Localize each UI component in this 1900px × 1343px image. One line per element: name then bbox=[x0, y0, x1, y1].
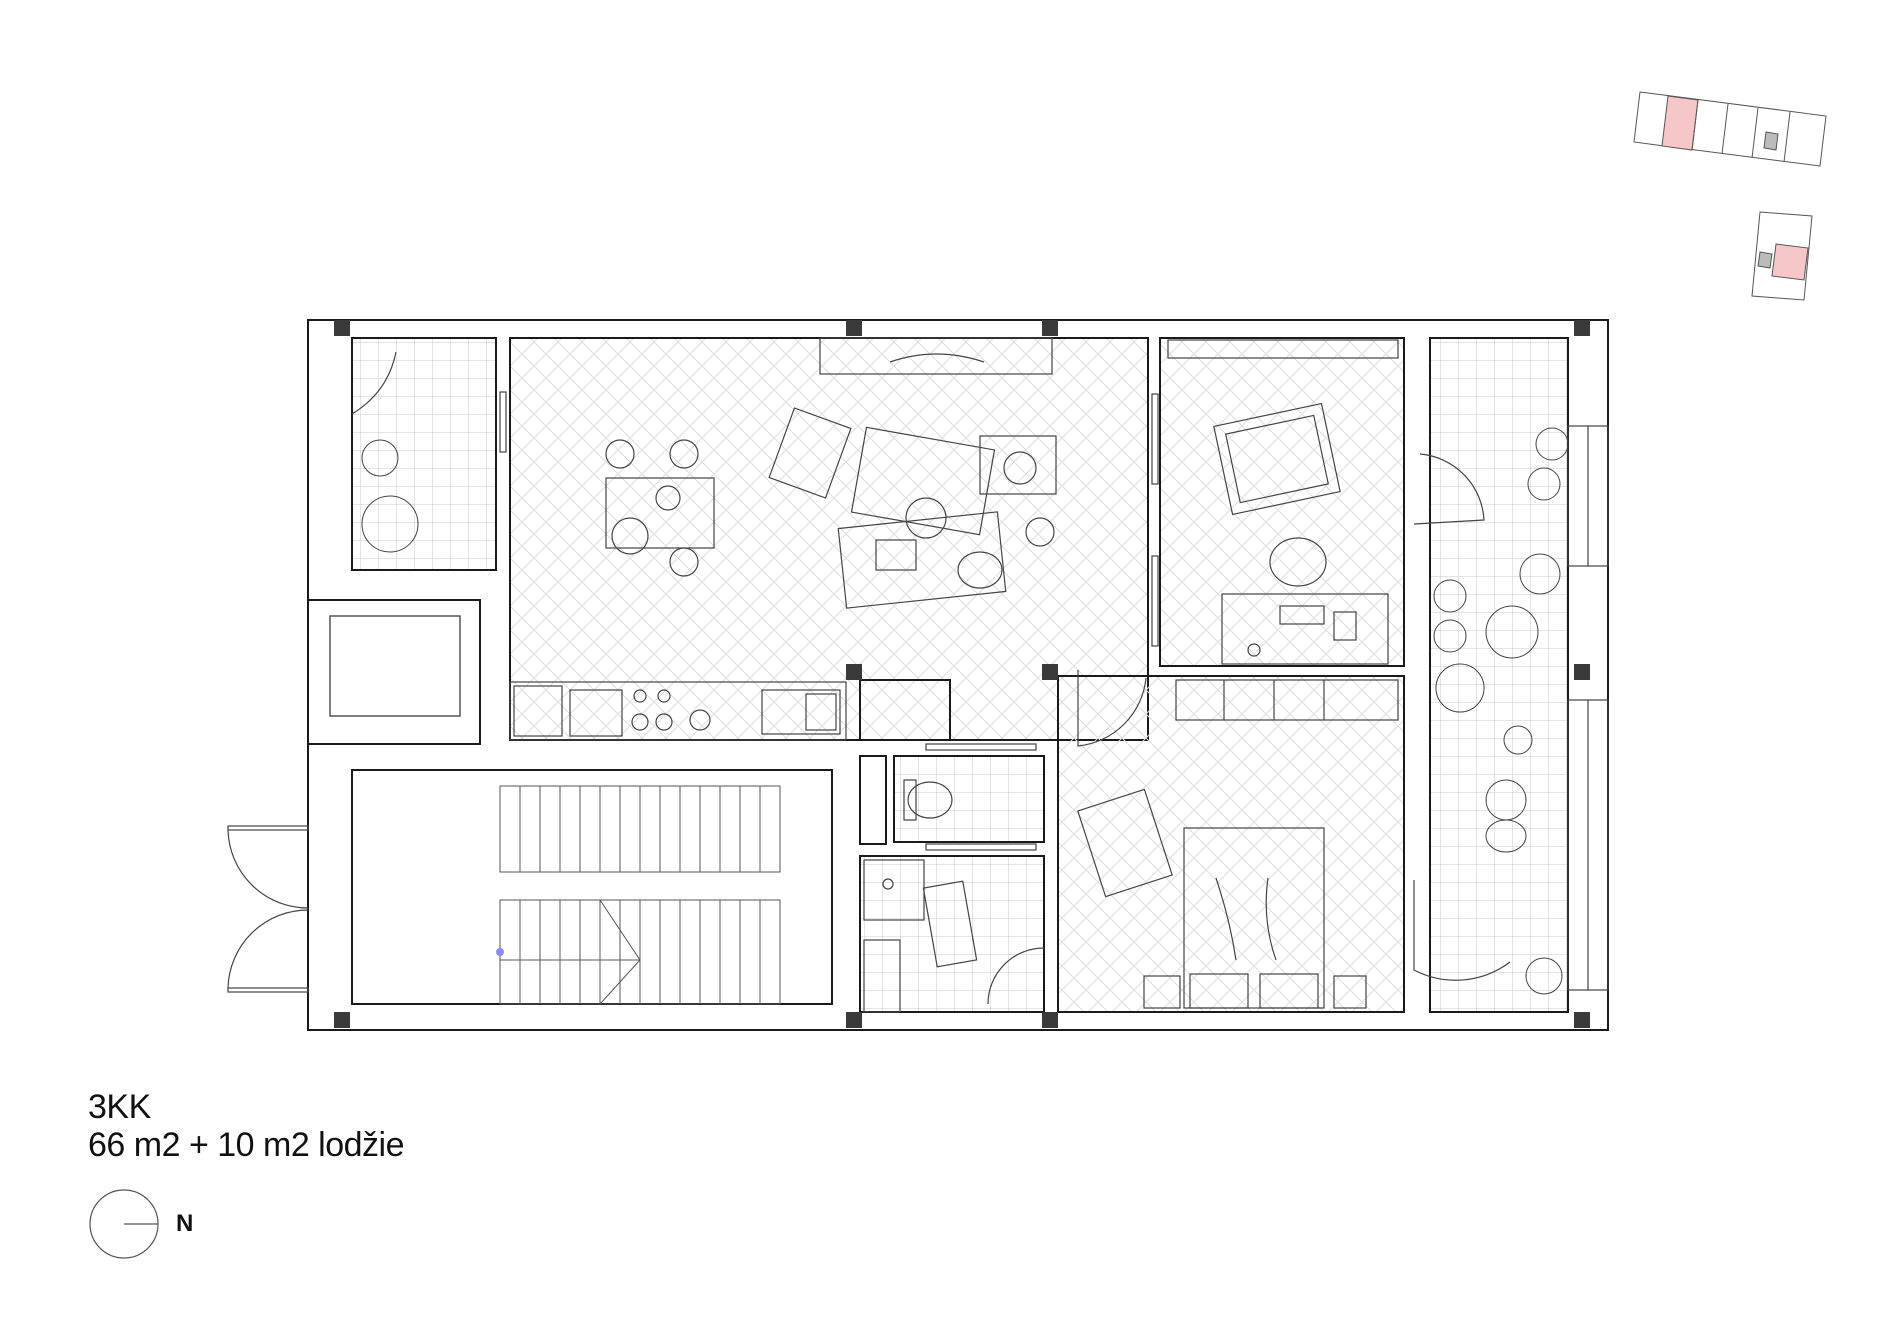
stair-flights bbox=[499, 785, 781, 1005]
entrance-double-door bbox=[227, 825, 309, 993]
study-floor bbox=[1159, 337, 1405, 667]
site-key-plan bbox=[1633, 91, 1827, 301]
shaft-inner bbox=[329, 615, 461, 717]
columns bbox=[334, 320, 1590, 1028]
hall-storage bbox=[859, 755, 887, 845]
plants bbox=[361, 427, 1569, 995]
bathroom-fixtures bbox=[863, 779, 978, 1013]
bedroom-floor bbox=[1057, 675, 1405, 1013]
living-furniture bbox=[605, 337, 1057, 609]
north-arrow-icon bbox=[89, 1189, 159, 1259]
interior-doors bbox=[351, 351, 1511, 1005]
living-kitchen-floor bbox=[509, 337, 1149, 741]
loggia-east-floor bbox=[1429, 337, 1569, 1013]
bedroom-furniture bbox=[1077, 679, 1399, 1009]
study-furniture bbox=[1167, 339, 1399, 665]
shaft bbox=[307, 599, 481, 745]
stair-marker bbox=[496, 948, 504, 956]
kitchen-counter bbox=[509, 681, 847, 741]
area-label: 66 m2 + 10 m2 lodžie bbox=[88, 1126, 405, 1165]
north-label: N bbox=[176, 1210, 194, 1237]
loggia-west-floor bbox=[351, 337, 497, 571]
plan-caption: 3KK 66 m2 + 10 m2 lodžie bbox=[88, 1088, 405, 1165]
unit-type-label: 3KK bbox=[88, 1088, 151, 1126]
entrance-closet bbox=[859, 679, 951, 741]
wc-floor bbox=[893, 755, 1045, 843]
bathroom-floor bbox=[859, 855, 1045, 1013]
east-windows bbox=[1567, 425, 1609, 991]
